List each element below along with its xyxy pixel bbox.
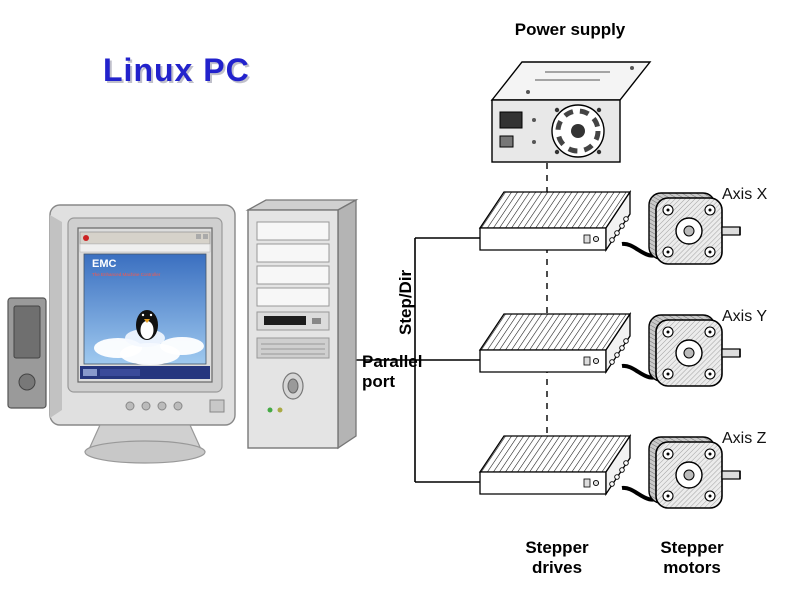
crt-monitor-illustration: [49, 204, 236, 464]
connection-lines: [356, 237, 480, 483]
pc-tower-illustration: [245, 198, 359, 450]
power-supply-illustration: [490, 61, 652, 163]
power-supply-label: Power supply: [514, 20, 626, 39]
stepper-drives-label: Stepper drives: [525, 538, 589, 577]
axis-y-label: Axis Y: [722, 308, 768, 325]
emc-screen-subtitle: The Enhanced Machine Controller: [92, 272, 161, 277]
emc-screen-title: EMC: [92, 258, 117, 270]
step-dir-label: Step/Dir: [396, 269, 415, 335]
axis-x-label: Axis X: [722, 186, 768, 203]
axis-z-label: Axis Z: [722, 430, 767, 447]
stepper-drive-1: [479, 191, 631, 251]
stepper-motors-label: Stepper motors: [660, 538, 724, 577]
parallel-port-label: Parallel port: [362, 352, 423, 391]
speaker-illustration: [7, 297, 47, 409]
stepper-drive-2: [479, 313, 631, 373]
stepper-drive-3: [479, 435, 631, 495]
linux-pc-title: Linux PC: [103, 52, 250, 88]
